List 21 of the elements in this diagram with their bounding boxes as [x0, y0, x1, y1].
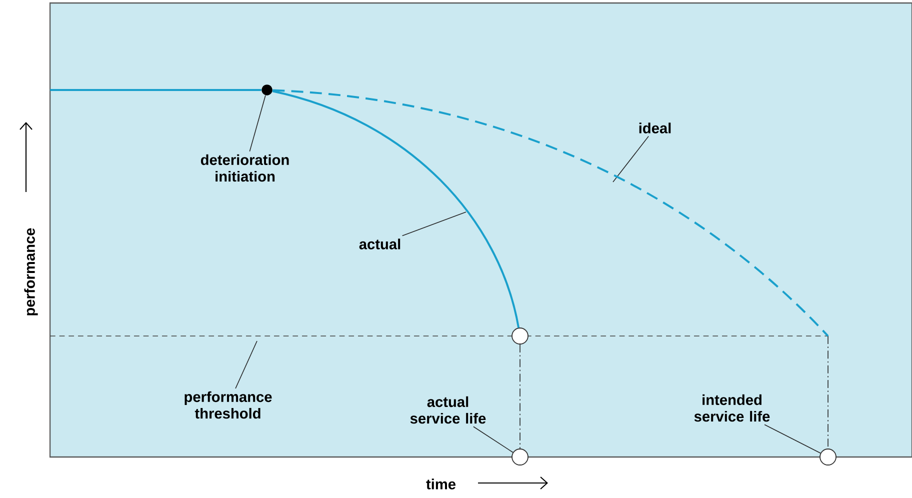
- point-marker: [512, 328, 528, 344]
- callout-label: actual: [359, 238, 400, 250]
- axis-label: time: [426, 478, 456, 490]
- leader-line: [473, 426, 514, 453]
- leader-line: [249, 95, 266, 152]
- callout-label: deterioration initiation: [200, 154, 289, 182]
- callout-label: actual service life: [410, 396, 486, 424]
- performance-curve: [272, 90, 520, 328]
- leader-line: [764, 424, 821, 454]
- axis-label: performance: [24, 228, 38, 316]
- performance-curve: [50, 89, 262, 91]
- performance-curve: [272, 89, 829, 337]
- leader-line: [402, 212, 466, 236]
- point-marker: [512, 448, 528, 466]
- callout-label: performance threshold: [184, 391, 272, 419]
- leader-line: [612, 136, 649, 182]
- point-marker: [820, 448, 836, 466]
- callout-label: ideal: [639, 122, 671, 134]
- callout-label: intended service life: [694, 394, 770, 422]
- point-dot: [262, 84, 272, 96]
- leader-line: [235, 340, 258, 389]
